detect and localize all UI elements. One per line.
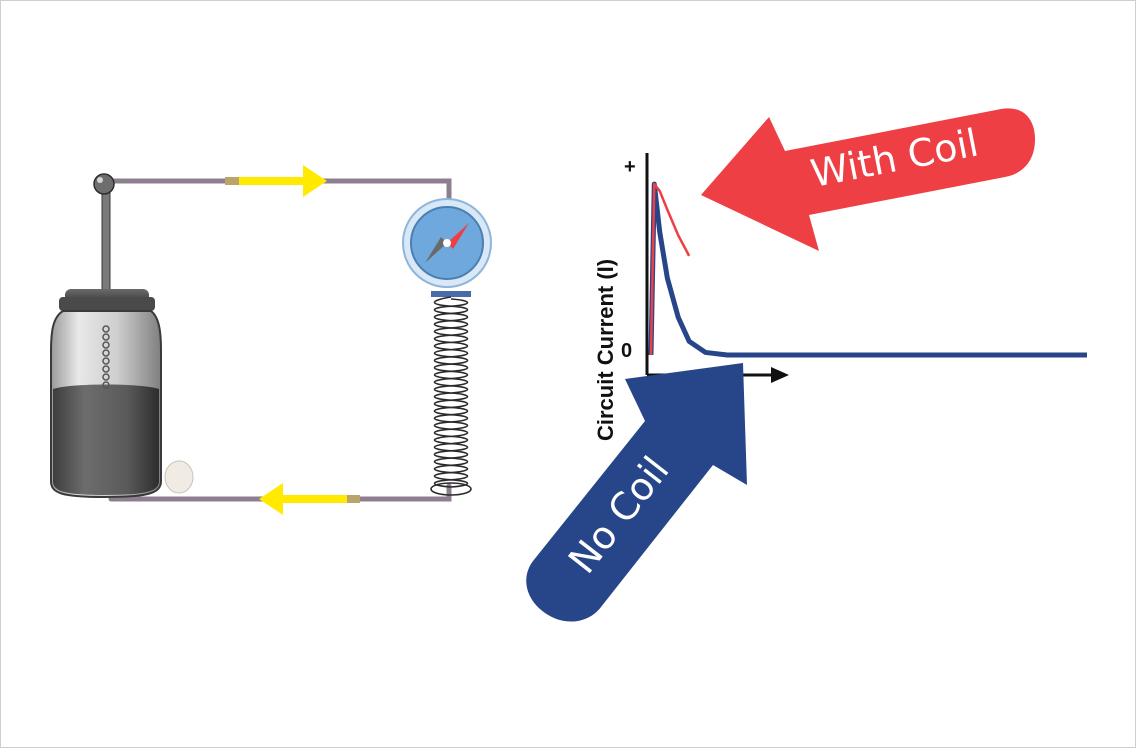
top-wire [106, 178, 452, 224]
coil-base [430, 482, 472, 496]
compass-icon [402, 198, 492, 288]
series-line-0 [648, 181, 1087, 358]
y-zero-tick: 0 [621, 340, 632, 362]
current-direction-arrow-icon [239, 165, 327, 197]
y-axis-label: Circuit Current (I) [593, 259, 618, 441]
chart-plot-area [648, 181, 1087, 358]
spring-coil-icon [430, 291, 472, 496]
bottom-wire [108, 483, 452, 502]
y-top-tick: + [624, 156, 636, 178]
with-coil-callout: With Coil [701, 108, 1035, 251]
current-direction-arrow-icon [259, 483, 347, 515]
leyden-jar-battery-icon [50, 173, 194, 499]
series-line-1 [649, 182, 691, 356]
current-chart: + 0 Circuit Current (I) [593, 153, 1087, 441]
no-coil-callout: No Coil [526, 363, 747, 622]
